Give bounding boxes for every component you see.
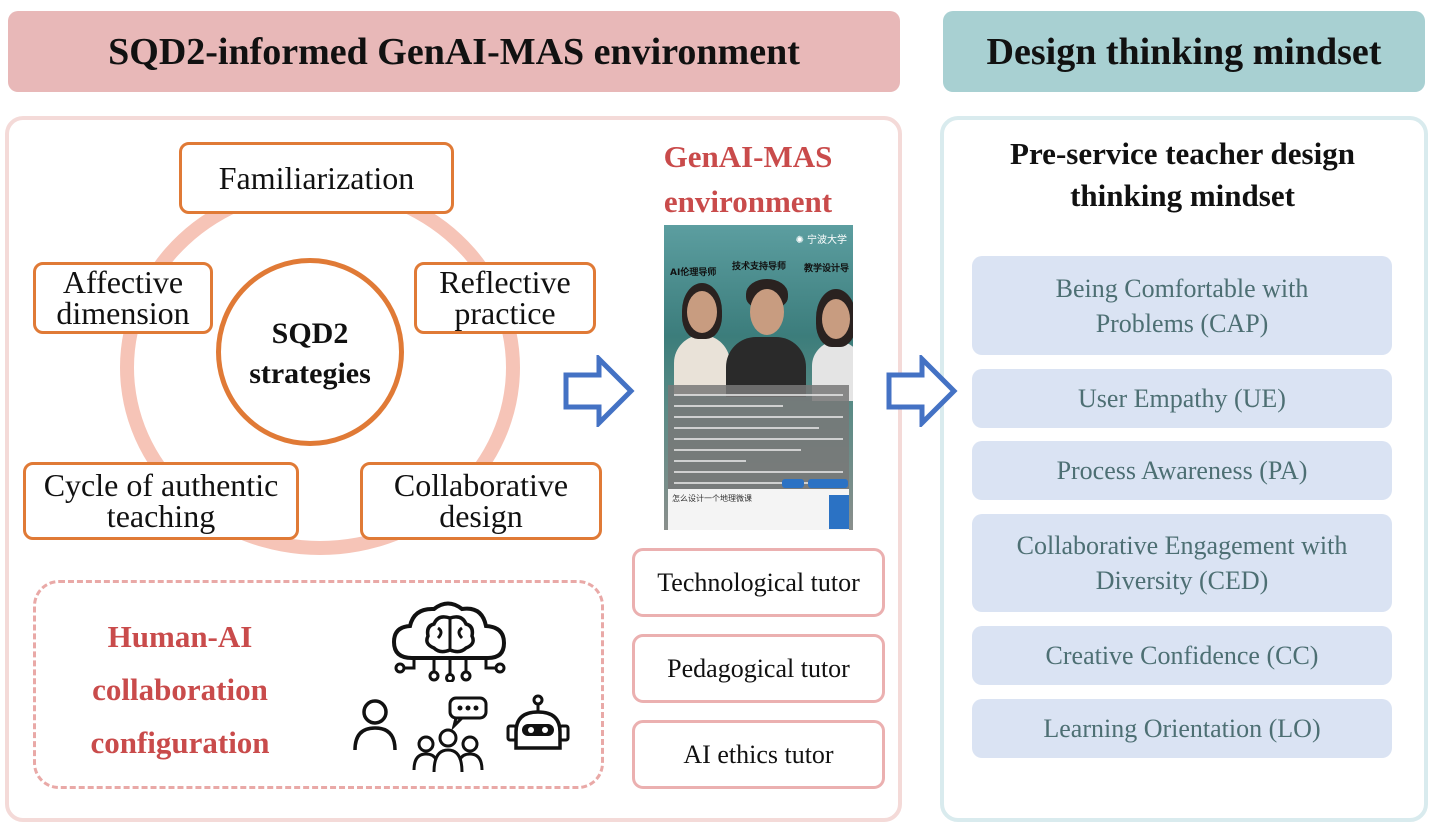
voice-button[interactable]	[808, 479, 848, 488]
strategy-familiarization: Familiarization	[179, 142, 454, 214]
strategy-collaborative-design: Collaborative design	[360, 462, 602, 540]
mindset-item-pa: Process Awareness (PA)	[972, 441, 1392, 500]
right-header-title: Design thinking mindset	[986, 30, 1382, 73]
pedagogical-tutor-box: Pedagogical tutor	[632, 634, 885, 703]
sqd2-center-label: SQD2 strategies	[249, 317, 371, 390]
robot-icon	[506, 694, 570, 750]
tutor-label: AI ethics tutor	[683, 739, 834, 769]
mindset-item-cap: Being Comfortable with Problems (CAP)	[972, 256, 1392, 355]
mindset-title: Pre-service teacher design thinking mind…	[1010, 136, 1355, 213]
right-arrow-icon	[563, 355, 635, 427]
strategy-label: Affective dimension	[56, 264, 190, 331]
mindset-item-lo: Learning Orientation (LO)	[972, 699, 1392, 758]
tutor-label: Technological tutor	[657, 567, 860, 597]
left-header-title: SQD2-informed GenAI-MAS environment	[108, 30, 800, 73]
screenshot-label: AI伦理导师	[670, 268, 717, 278]
group-chat-icon	[412, 696, 488, 773]
avatar	[687, 291, 717, 333]
mindset-item-ue: User Empathy (UE)	[972, 369, 1392, 428]
university-logo-icon: ✺ 宁波大学	[795, 235, 847, 246]
avatar	[822, 299, 850, 339]
chat-input-text: 怎么设计一个地理微课	[672, 494, 752, 503]
mindset-item-label: Being Comfortable with Problems (CAP)	[1055, 273, 1309, 338]
genai-mas-screenshot: ✺ 宁波大学 AI伦理导师 技术支持导师 教学设计导 怎么设计一个地理微课	[664, 225, 853, 530]
ask-button[interactable]	[829, 495, 849, 529]
strategy-label: Reflective practice	[439, 264, 571, 331]
strategy-label: Cycle of authentic teaching	[43, 467, 279, 534]
copy-button[interactable]	[782, 479, 804, 488]
strategy-label: Familiarization	[218, 159, 415, 196]
avatar	[750, 289, 784, 335]
strategy-label: Collaborative design	[393, 467, 569, 534]
person-icon	[353, 699, 397, 751]
tutor-label: Pedagogical tutor	[667, 653, 850, 683]
mindset-item-ced: Collaborative Engagement with Diversity …	[972, 514, 1392, 612]
technological-tutor-box: Technological tutor	[632, 548, 885, 617]
sqd2-center-circle: SQD2 strategies	[216, 258, 404, 446]
right-arrow-icon	[886, 355, 958, 427]
strategy-reflective-practice: Reflective practice	[414, 262, 596, 334]
right-header: Design thinking mindset	[943, 11, 1425, 92]
mindset-item-label: User Empathy (UE)	[1078, 384, 1286, 413]
ai-brain-cloud-icon	[391, 601, 507, 682]
human-ai-collaboration-title: Human-AI collaboration configuration	[90, 619, 270, 760]
mindset-item-label: Process Awareness (PA)	[1056, 456, 1308, 485]
mindset-item-label: Learning Orientation (LO)	[1043, 714, 1321, 743]
screenshot-label: 教学设计导	[804, 264, 850, 274]
genai-mas-title: GenAI-MAS environment	[663, 139, 833, 219]
mindset-item-label: Collaborative Engagement with Diversity …	[1016, 531, 1348, 595]
mindset-item-cc: Creative Confidence (CC)	[972, 626, 1392, 685]
strategy-cycle-of-authentic-teaching: Cycle of authentic teaching	[23, 462, 299, 540]
left-header: SQD2-informed GenAI-MAS environment	[8, 11, 900, 92]
mindset-item-label: Creative Confidence (CC)	[1045, 641, 1319, 670]
screenshot-label: 技术支持导师	[732, 262, 787, 272]
ai-ethics-tutor-box: AI ethics tutor	[632, 720, 885, 789]
human-ai-collaboration-box	[33, 580, 604, 789]
chat-input[interactable]: 怎么设计一个地理微课	[668, 489, 849, 530]
strategy-affective-dimension: Affective dimension	[33, 262, 213, 334]
